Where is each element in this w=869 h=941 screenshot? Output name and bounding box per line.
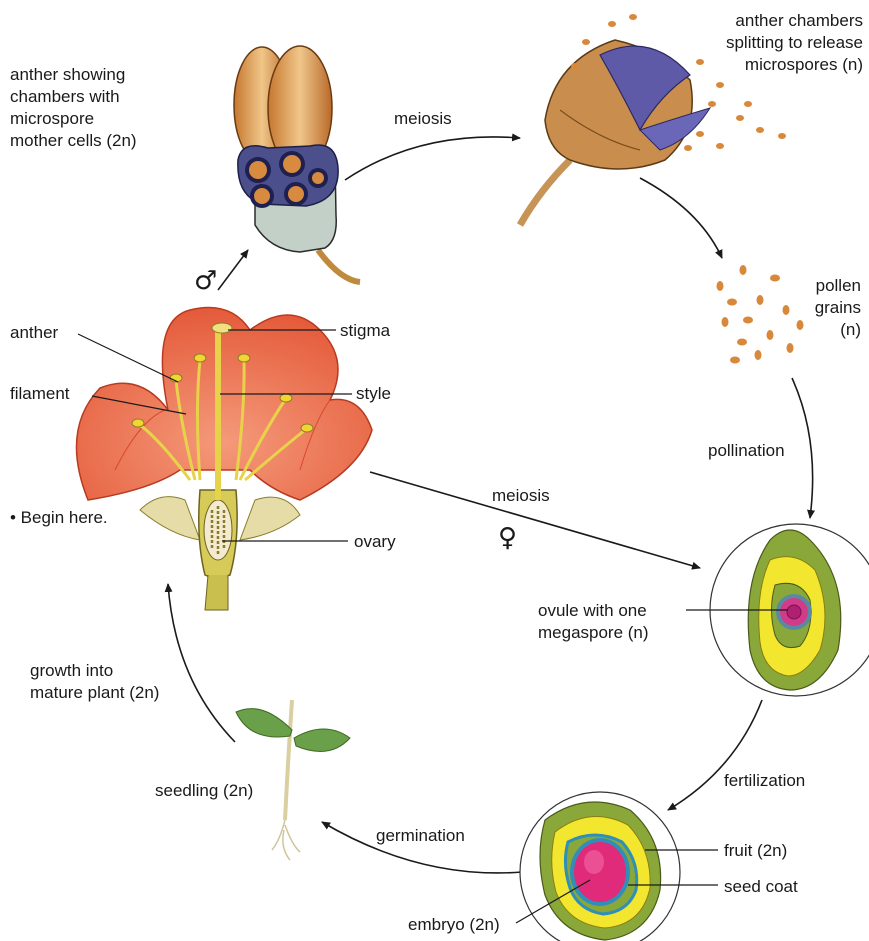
label-line: splitting to release — [726, 32, 863, 54]
flower-cross-section-illustration — [76, 308, 372, 611]
label-line: ovule with one — [538, 600, 649, 622]
label-line: grains — [815, 297, 861, 319]
label-line: pollen — [815, 275, 861, 297]
label-line: (n) — [815, 319, 861, 341]
label-filament: filament — [10, 383, 70, 405]
label-fruit: fruit (2n) — [724, 840, 787, 862]
female-symbol: ♀ — [498, 525, 517, 551]
label-line: megaspore (n) — [538, 622, 649, 644]
label-line: mature plant (2n) — [30, 682, 159, 704]
label-line: anther chambers — [726, 10, 863, 32]
anther-cross-section-illustration — [234, 46, 360, 282]
label-line: chambers with — [10, 86, 137, 108]
label-seedling: seedling (2n) — [155, 780, 253, 802]
label-ovary: ovary — [354, 531, 396, 553]
label-pollination: pollination — [708, 440, 785, 462]
label-line: microspores (n) — [726, 54, 863, 76]
label-anther-chambers: anther showing chambers with microspore … — [10, 64, 137, 152]
arrow-pollination — [792, 378, 813, 518]
label-meiosis-female: meiosis — [492, 485, 550, 507]
label-embryo: embryo (2n) — [408, 914, 500, 936]
label-fertilization: fertilization — [724, 770, 805, 792]
pollen-grains-illustration — [717, 265, 804, 364]
label-line: growth into — [30, 660, 159, 682]
label-germination: germination — [376, 825, 465, 847]
arrow-to-pollen — [640, 178, 722, 258]
arrow-meiosis-male — [345, 137, 520, 180]
label-anther: anther — [10, 322, 58, 344]
label-ovule: ovule with one megaspore (n) — [538, 600, 649, 644]
label-style: style — [356, 383, 391, 405]
label-line: anther showing — [10, 64, 137, 86]
arrow-to-anther — [218, 250, 248, 290]
male-symbol: ♂ — [194, 268, 217, 294]
label-line: mother cells (2n) — [10, 130, 137, 152]
label-seed-coat: seed coat — [724, 876, 798, 898]
label-pollen-grains: pollen grains (n) — [815, 275, 861, 341]
label-meiosis-male: meiosis — [394, 108, 452, 130]
label-begin-here: • Begin here. — [10, 507, 108, 529]
label-line: microspore — [10, 108, 137, 130]
label-growth: growth into mature plant (2n) — [30, 660, 159, 704]
seed-fruit-illustration — [520, 792, 680, 941]
label-stigma: stigma — [340, 320, 390, 342]
arrow-fertilization — [668, 700, 762, 810]
label-anther-splitting: anther chambers splitting to release mic… — [726, 10, 863, 76]
splitting-anther-illustration — [520, 40, 710, 225]
